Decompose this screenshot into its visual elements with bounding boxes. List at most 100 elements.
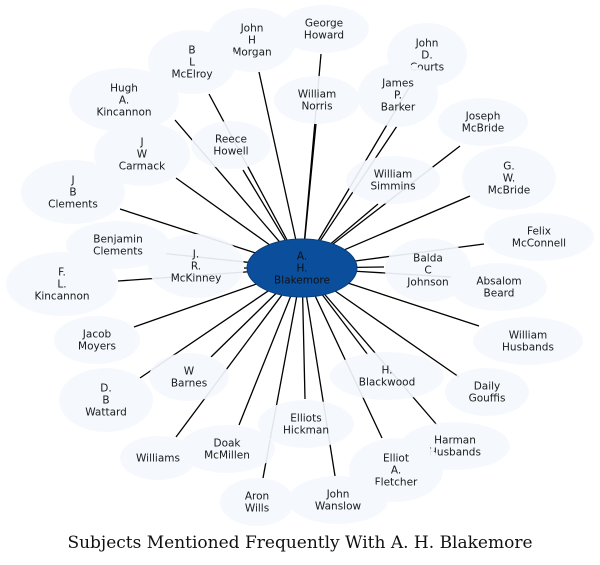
edge-williams	[175, 294, 283, 438]
node-daily-gouffis-shape	[445, 368, 529, 416]
node-harman-husbands-label-line: Husbands	[429, 447, 481, 459]
node-blakemore[interactable]: A.H.Blakemore	[246, 238, 358, 298]
node-john-h-morgan-label-line: Morgan	[232, 47, 271, 59]
node-w-barnes-shape	[149, 353, 229, 401]
node-f-l-kincannon[interactable]: F.L.Kincannon	[6, 252, 118, 316]
node-john-d-courts-label-line: D.	[421, 50, 432, 62]
edge-reece-howell	[242, 169, 287, 242]
node-j-b-clements-shape	[21, 160, 125, 224]
node-williams-shape	[120, 436, 196, 480]
node-william-norris-label-line: William	[298, 89, 336, 101]
node-elliots-hickman-label-line: Hickman	[283, 425, 329, 437]
node-j-w-carmack-label-line: J	[139, 137, 143, 149]
node-felix-mcconnell-label-line: McConnell	[512, 238, 566, 250]
node-daily-gouffis-label-line: Daily	[474, 381, 501, 393]
center-node-label-line: H.	[296, 263, 307, 275]
edge-g-w-mcbride	[343, 195, 471, 251]
node-balda-c-johnson-label-line: C	[424, 265, 431, 277]
edge-doak-mcmillen	[238, 295, 292, 426]
node-william-husbands-shape	[473, 317, 583, 365]
node-john-d-courts-label-line: John	[415, 38, 439, 50]
node-joseph-mcbride-label-line: McBride	[462, 123, 504, 135]
node-reece-howell-label-line: Reece	[215, 134, 247, 146]
node-d-b-wattard-label-line: B	[102, 395, 109, 407]
node-hugh-a-kincannon-label-line: Kincannon	[96, 107, 151, 119]
node-j-w-carmack-label-line: W	[137, 149, 148, 161]
node-b-l-mcelroy-shape	[148, 30, 236, 94]
node-benjamin-clements-label-line: Clements	[93, 246, 143, 258]
diagram-title: Subjects Mentioned Frequently With A. H.…	[67, 533, 533, 553]
node-william-simmins-label-line: Simmins	[370, 181, 415, 193]
node-jacob-moyers-label-line: Moyers	[78, 341, 116, 353]
node-g-w-mcbride[interactable]: G.W.McBride	[462, 146, 556, 210]
node-william-norris-shape	[274, 76, 360, 124]
node-george-howard-label-line: George	[305, 18, 343, 30]
node-james-p-barker-label-line: Barker	[381, 102, 416, 114]
node-j-r-mckinney[interactable]: J.R.McKinney	[148, 234, 244, 298]
node-h-blackwood[interactable]: H.Blackwood	[330, 352, 444, 400]
edge-elliots-hickman	[302, 296, 306, 400]
edge-jacob-moyers	[133, 283, 258, 328]
node-felix-mcconnell-shape	[484, 213, 594, 261]
node-jacob-moyers-label-line: Jacob	[82, 329, 112, 341]
node-j-b-clements-label-line: Clements	[48, 199, 98, 211]
node-j-w-carmack-shape	[94, 122, 190, 186]
node-harman-husbands-label-line: Harman	[434, 435, 476, 447]
node-balda-c-johnson-shape	[385, 238, 471, 302]
center-node-label-line: Blakemore	[274, 275, 330, 287]
node-b-l-mcelroy-label-line: L	[189, 57, 195, 69]
edge-william-simmins	[330, 203, 379, 245]
node-reece-howell-label-line: Howell	[213, 146, 248, 158]
node-john-wanslow-shape	[288, 476, 388, 524]
node-reece-howell-shape	[191, 121, 271, 169]
node-j-b-clements-label-line: B	[69, 187, 76, 199]
edge-h-blackwood	[321, 293, 369, 356]
node-jacob-moyers-shape	[54, 316, 140, 364]
node-j-r-mckinney-shape	[148, 234, 244, 298]
node-joseph-mcbride-shape	[438, 98, 528, 146]
node-d-b-wattard-label-line: D.	[100, 383, 111, 395]
node-balda-c-johnson-label-line: Johnson	[406, 277, 448, 289]
node-j-r-mckinney-label-line: McKinney	[171, 273, 222, 285]
node-f-l-kincannon-label-line: L.	[57, 279, 66, 291]
node-d-b-wattard-label-line: Wattard	[85, 407, 127, 419]
node-j-r-mckinney-label-line: R.	[191, 261, 201, 273]
node-absalom-beard-label-line: Beard	[484, 288, 515, 300]
node-f-l-kincannon-label-line: F.	[58, 267, 66, 279]
node-george-howard-label-line: Howard	[304, 30, 344, 42]
node-john-h-morgan-label-line: H	[248, 35, 256, 47]
node-doak-mcmillen-label-line: Doak	[213, 438, 241, 450]
center-node-label-line: A.	[297, 251, 307, 263]
node-benjamin-clements-label-line: Benjamin	[93, 234, 142, 246]
node-william-norris-label-line: Norris	[301, 101, 332, 113]
node-william-husbands-label-line: William	[509, 330, 547, 342]
node-f-l-kincannon-label-line: Kincannon	[34, 291, 89, 303]
node-williams[interactable]: Williams	[120, 436, 196, 480]
node-j-r-mckinney-label-line: J.	[192, 249, 199, 261]
